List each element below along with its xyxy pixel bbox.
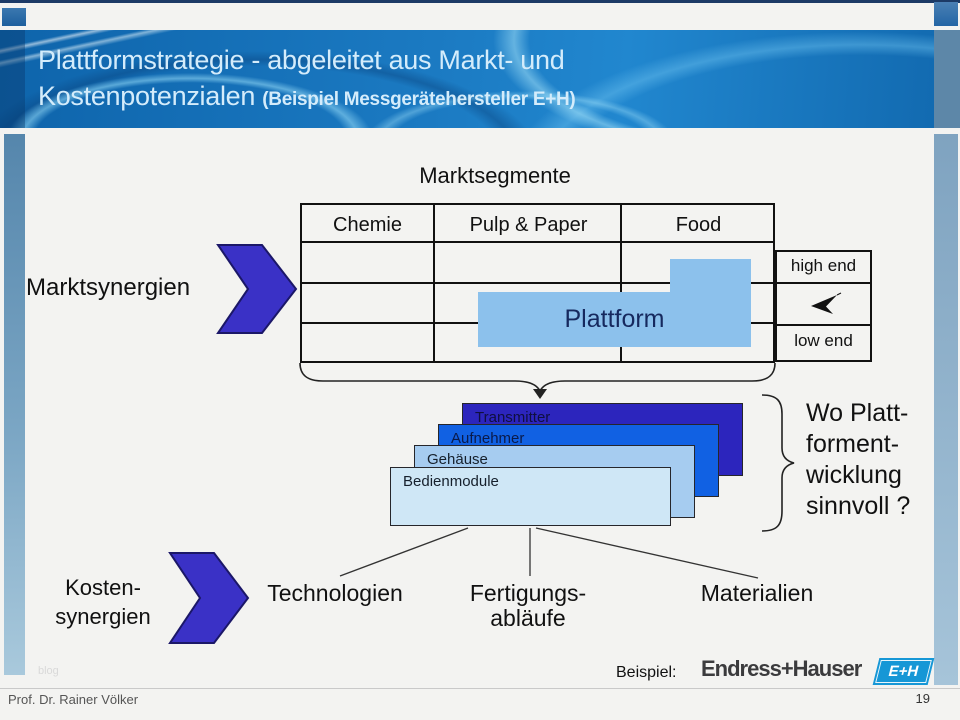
right-side-strip [934, 134, 958, 685]
table-brace [297, 360, 783, 402]
watermark: blog [38, 665, 59, 677]
brand-logo-icon: E+H [872, 658, 935, 685]
slide-title: Plattformstrategie - abgeleitet aus Mark… [38, 42, 918, 118]
question-line: wicklung [806, 461, 902, 489]
header-banner: Plattformstrategie - abgeleitet aus Mark… [0, 30, 960, 128]
question-line: forment- [806, 430, 900, 458]
cursor-arrow-icon [775, 292, 872, 318]
range-table-divider [775, 324, 872, 326]
header-left-edge [0, 30, 25, 128]
cost-synergies-arrow-icon [168, 551, 250, 645]
footer-divider [0, 688, 960, 689]
question-line: sinnvoll ? [806, 492, 911, 520]
stack-box-bedienmodule: Bedienmodule [390, 467, 671, 526]
high-end-label: high end [790, 256, 857, 275]
brand-wordmark: Endress+Hauser [701, 656, 862, 681]
cost-synergies-label: Kosten- synergien [55, 575, 151, 629]
platform-question: Wo Platt- forment- wicklung sinnvoll ? [806, 398, 956, 522]
table-row-divider [300, 282, 775, 284]
column-header-pulp-paper: Pulp & Paper [469, 214, 588, 236]
target-fertigungsablaeufe: Fertigungs- abläufe [469, 580, 587, 631]
target-technologien: Technologien [267, 580, 403, 606]
target-materialien: Materialien [700, 580, 814, 606]
platform-box: Plattform [478, 292, 751, 347]
top-border-line [0, 0, 960, 3]
corner-square-left [2, 8, 26, 26]
header-right-edge [934, 30, 960, 128]
column-header-chemie: Chemie [333, 214, 402, 236]
column-header-food: Food [675, 214, 722, 236]
low-end-label: low end [794, 331, 853, 350]
table-row-divider [300, 241, 775, 243]
range-table-divider [775, 282, 872, 284]
slide-title-line2: Kostenpotenzialen (Beispiel Messgerätehe… [38, 81, 576, 111]
corner-square-right [934, 2, 958, 26]
slide-title-line1: Plattformstrategie - abgeleitet aus Mark… [38, 45, 565, 75]
fan-connector-lines [320, 524, 780, 582]
example-label: Beispiel: [616, 664, 677, 681]
market-segments-caption: Marktsegmente [419, 163, 571, 188]
market-synergies-label: Marktsynergien [26, 274, 191, 301]
page-number: 19 [915, 691, 930, 706]
left-side-strip [4, 134, 25, 675]
stack-brace [757, 392, 802, 538]
question-line: Wo Platt- [806, 399, 909, 427]
author-credit: Prof. Dr. Rainer Völker [8, 692, 139, 707]
market-synergies-arrow-icon [216, 243, 298, 335]
slide-subtitle: (Beispiel Messgerätehersteller E+H) [262, 89, 576, 110]
range-table [775, 250, 872, 362]
